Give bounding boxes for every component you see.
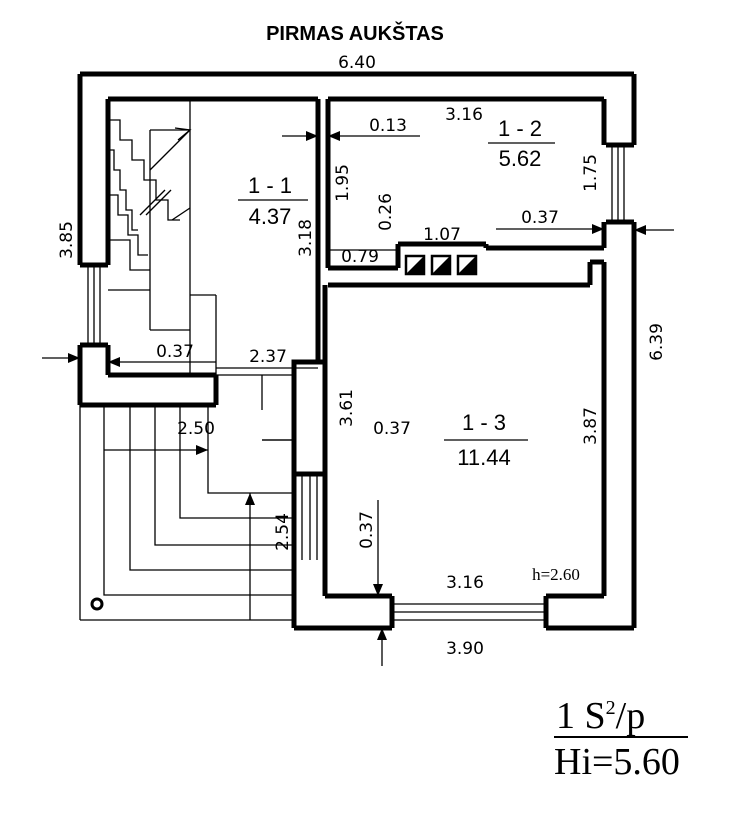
dim-3-87: 3.87 [581,407,601,445]
dim-3-16-top: 3.16 [445,105,483,125]
room-1-3-id: 1 - 3 [462,410,506,435]
plan-title: PIRMAS AUKŠTAS [266,21,444,45]
room-1-2-area: 5.62 [499,146,542,171]
dim-1-07: 1.07 [423,225,461,245]
windows [87,145,625,621]
dim-overall-height-left: 3.85 [57,221,77,259]
room-1-1-area: 4.37 [249,204,292,229]
walls [77,71,637,631]
dimension-lines [42,131,674,666]
legend: 1 S2/p Hi=5.60 [554,695,688,783]
legend-numerator-suffix: /p [616,695,646,737]
dim-0-37-room12: 0.37 [521,208,559,228]
interior-staircase [108,99,217,375]
dim-1-95: 1.95 [333,164,353,202]
dim-2-50: 2.50 [177,419,215,439]
dim-1-75: 1.75 [581,154,601,192]
legend-numerator-prefix: 1 S [556,695,606,737]
legend-superscript: 2 [606,697,616,719]
dim-3-16-bottom: 3.16 [446,573,484,593]
dim-0-79: 0.79 [341,247,379,267]
dim-0-37-left: 0.37 [156,342,194,362]
dim-2-54: 2.54 [273,513,293,551]
dim-bottom-width: 3.90 [446,639,484,659]
dim-0-26: 0.26 [376,193,396,231]
dim-overall-height-right: 6.39 [647,323,667,361]
dim-overall-width: 6.40 [338,53,376,73]
height-note: h=2.60 [532,565,580,584]
chimney-vents [404,254,478,276]
room-1-2-id: 1 - 2 [498,116,542,141]
legend-denominator: Hi=5.60 [554,741,680,783]
dim-0-37-mid: 0.37 [373,419,411,439]
dim-3-61: 3.61 [337,389,357,427]
room-1-1-id: 1 - 1 [248,173,292,198]
room-1-3-area: 11.44 [457,445,510,470]
exterior-stairs [79,374,294,621]
dim-3-18: 3.18 [296,219,316,257]
dim-0-37-low: 0.37 [357,511,377,549]
dim-0-13: 0.13 [369,116,407,136]
dim-2-37: 2.37 [249,347,287,367]
legend-numerator: 1 S2/p [556,695,645,737]
